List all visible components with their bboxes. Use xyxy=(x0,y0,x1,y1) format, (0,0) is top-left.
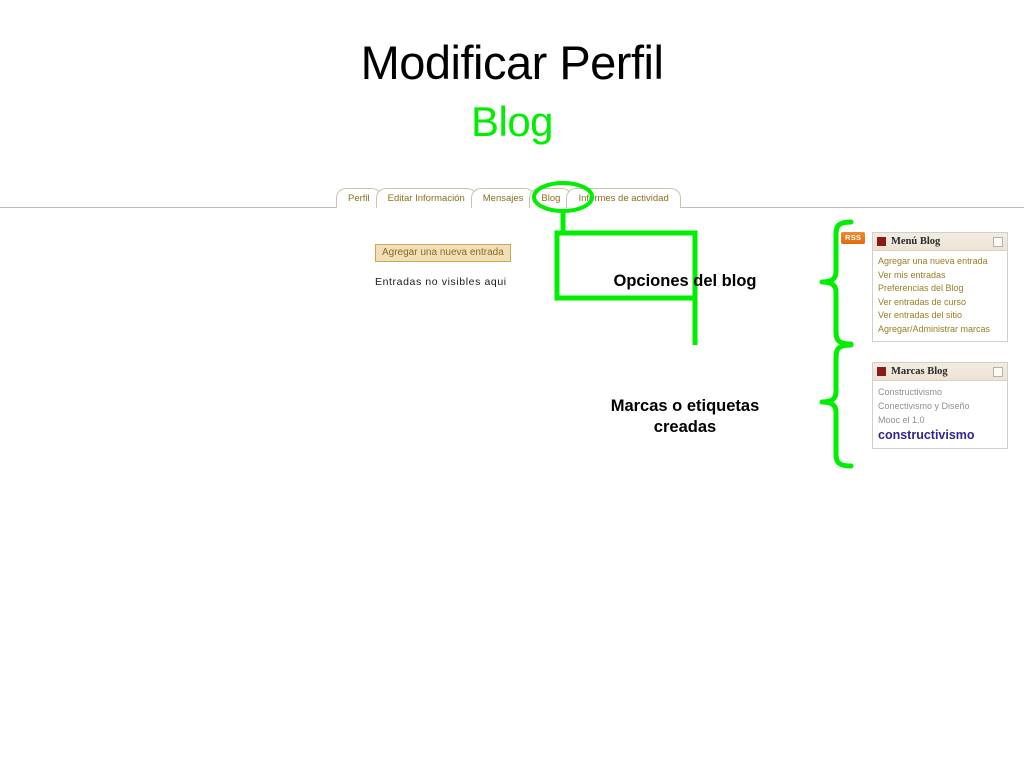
tab-label: Mensajes xyxy=(482,193,524,204)
page-subtitle: Blog xyxy=(470,98,554,145)
tag-link[interactable]: Conectivismo y Diseño xyxy=(878,401,970,411)
tab-editar-informacion[interactable]: Editar Información xyxy=(375,188,477,208)
embedded-screenshot: Perfil Editar Información Mensajes Blog … xyxy=(0,176,1024,476)
collapse-checkbox-icon[interactable] xyxy=(993,366,1003,377)
tab-bar: Perfil Editar Información Mensajes Blog … xyxy=(336,184,681,208)
menu-blog-list: Agregar una nueva entrada Ver mis entrad… xyxy=(873,251,1007,341)
empty-entries-message: Entradas no visibles aqui xyxy=(375,276,507,288)
tag-link[interactable]: Constructivismo xyxy=(878,387,943,397)
menu-item-ver-entradas-sitio[interactable]: Ver entradas del sitio xyxy=(878,310,963,320)
tag-link[interactable]: Mooc el 1.0 xyxy=(878,415,925,425)
tab-label: Blog xyxy=(541,193,561,204)
tab-informes-de-actividad[interactable]: Informes de actividad xyxy=(566,188,681,208)
rss-feed-badge[interactable]: RSS xyxy=(841,232,866,244)
marcas-tag-cloud: Constructivismo Conectivismo y Diseño Mo… xyxy=(873,381,1007,448)
menu-item-preferencias-blog[interactable]: Preferencias del Blog xyxy=(878,283,964,293)
collapse-checkbox-icon[interactable] xyxy=(993,236,1003,247)
menu-blog-header: Menú Blog xyxy=(873,233,1007,251)
callout-marcas-etiquetas: Marcas o etiquetas creadas xyxy=(610,397,760,436)
callout-opciones-del-blog: Opciones del blog xyxy=(613,272,757,290)
tab-label: Perfil xyxy=(348,193,370,204)
menu-item-ver-mis-entradas[interactable]: Ver mis entradas xyxy=(878,269,946,280)
block-marker-icon xyxy=(877,237,886,246)
menu-item-administrar-marcas[interactable]: Agregar/Administrar marcas xyxy=(878,323,991,334)
add-new-entry-button[interactable]: Agregar una nueva entrada xyxy=(375,244,511,262)
menu-blog-block: Menú Blog Agregar una nueva entrada Ver … xyxy=(872,232,1008,342)
page-title: Modificar Perfil xyxy=(360,36,664,89)
tab-mensajes[interactable]: Mensajes xyxy=(470,188,536,208)
tag-link[interactable]: constructivismo xyxy=(878,428,975,442)
menu-item-ver-entradas-curso[interactable]: Ver entradas de curso xyxy=(878,296,967,307)
tab-label: Editar Información xyxy=(387,193,465,204)
menu-blog-title: Menú Blog xyxy=(891,236,941,247)
marcas-blog-block: Marcas Blog Constructivismo Conectivismo… xyxy=(872,362,1008,449)
marcas-blog-header: Marcas Blog xyxy=(873,363,1007,381)
tab-perfil[interactable]: Perfil xyxy=(336,188,382,208)
block-marker-icon xyxy=(877,367,886,376)
menu-item-agregar-entrada[interactable]: Agregar una nueva entrada xyxy=(878,256,988,266)
marcas-blog-title: Marcas Blog xyxy=(891,366,948,377)
tab-label: Informes de actividad xyxy=(578,193,669,204)
